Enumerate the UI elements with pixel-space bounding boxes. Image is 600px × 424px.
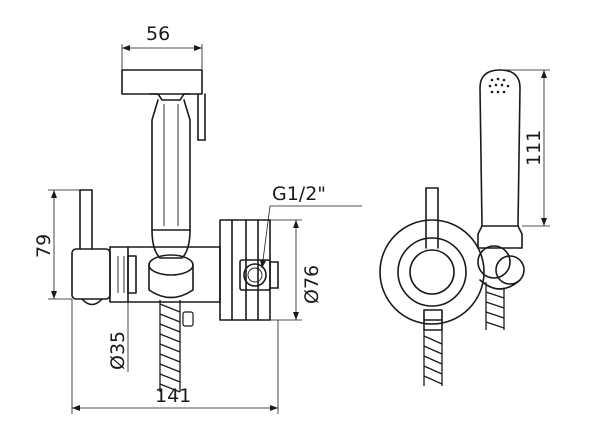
hose-shower-right (485, 282, 505, 330)
dim-text-56: 56 (146, 23, 170, 45)
side-view: 56 79 G1/2" Ø76 (33, 23, 362, 414)
bottom-connector (423, 309, 443, 331)
dim-text-141: 141 (155, 385, 191, 407)
dim-text-35: Ø35 (107, 331, 129, 370)
wall-bracket (71, 189, 111, 306)
dim-text-111: 111 (523, 130, 545, 166)
hose-right (423, 330, 443, 386)
dimension-56: 56 (121, 23, 203, 70)
spray-holes (488, 77, 510, 94)
dim-text-79: 79 (33, 234, 55, 258)
dimension-35: Ø35 (107, 246, 129, 372)
dimension-79: 79 (33, 189, 80, 300)
dim-text-thread: G1/2" (272, 183, 326, 205)
right-view: 111 (379, 69, 550, 386)
dimension-111: 111 (500, 69, 550, 227)
lever (409, 187, 455, 295)
dim-text-76: Ø76 (301, 265, 323, 304)
dimension-76: Ø76 (270, 219, 323, 321)
hose (159, 300, 194, 393)
dimension-thread: G1/2" (260, 183, 362, 269)
dimension-141: 141 (71, 299, 279, 414)
threaded-outlet (239, 259, 279, 291)
hand-shower-right (477, 69, 525, 290)
wall-plate-round (379, 219, 485, 325)
hand-shower (121, 69, 206, 299)
